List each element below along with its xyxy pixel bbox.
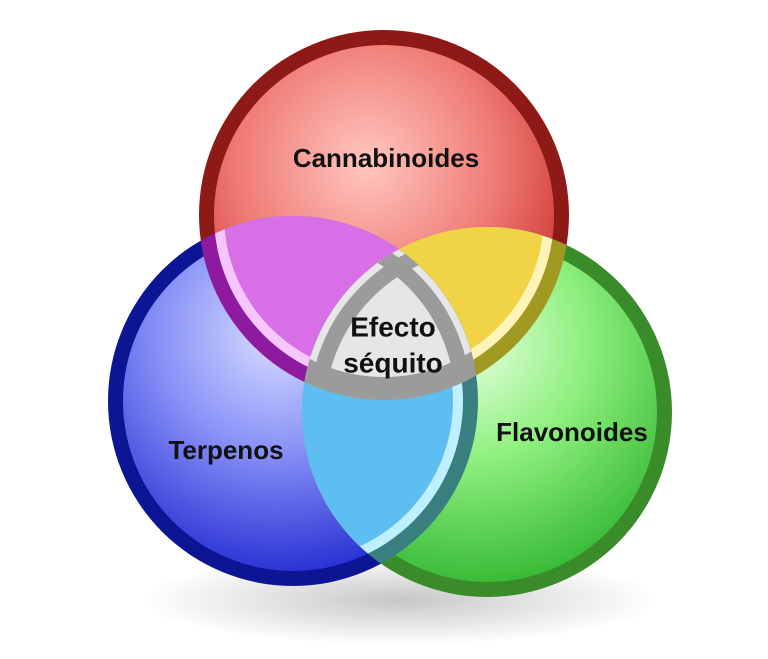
label-cannabinoides: Cannabinoides [293,143,479,173]
label-flavonoides: Flavonoides [496,417,648,447]
label-center-line1: Efecto [350,311,436,342]
label-center-line2: séquito [343,347,443,378]
label-terpenos: Terpenos [168,435,283,465]
